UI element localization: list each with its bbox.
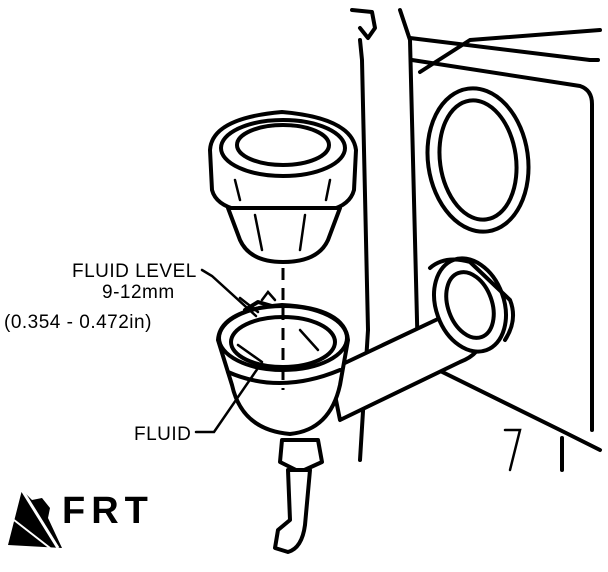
filler-cap: [208, 110, 358, 264]
mounting-tube: [328, 256, 516, 422]
fluid-level-label: FLUID LEVEL: [72, 261, 197, 282]
body-panel: [350, 8, 602, 472]
front-label: FRT: [62, 490, 154, 532]
fluid-level-range-in: (0.354 - 0.472in): [4, 312, 152, 333]
fluid-level-range-mm: 9-12mm: [102, 282, 175, 303]
panel-opening: [425, 86, 531, 234]
arrow-icon: [8, 489, 62, 549]
fluid-level-leader: [200, 268, 260, 318]
outlet-hose: [273, 438, 324, 554]
fluid-leader: [194, 366, 260, 434]
fluid-label: FLUID: [134, 424, 191, 445]
